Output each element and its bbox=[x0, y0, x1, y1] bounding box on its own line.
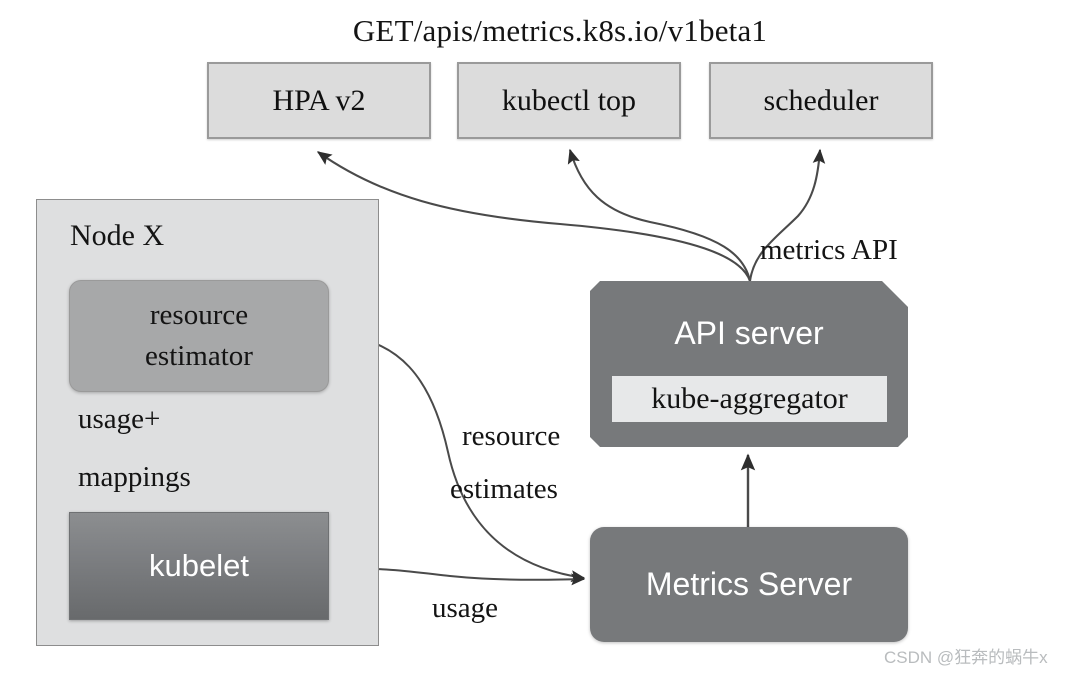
diagram-title: GET/apis/metrics.k8s.io/v1beta1 bbox=[352, 13, 768, 48]
watermark: CSDN @狂奔的蜗牛x bbox=[884, 648, 1048, 667]
edge-label-usage-plus: usage+ bbox=[78, 403, 161, 435]
edge-label-metrics-api: metrics API bbox=[760, 234, 898, 266]
edge-label-usage: usage bbox=[432, 592, 499, 624]
resource-estimator-line-2: estimator bbox=[145, 340, 253, 372]
resource-estimator-line-1: resource bbox=[149, 298, 249, 331]
edge-apiserver-to-kubectl-top bbox=[567, 148, 752, 282]
kubelet-box[interactable]: kubelet bbox=[69, 512, 329, 620]
edge-label-mappings: mappings bbox=[78, 461, 191, 493]
metrics-server-box[interactable]: Metrics Server bbox=[590, 527, 908, 642]
consumer-box-scheduler[interactable]: scheduler bbox=[709, 62, 933, 139]
node-x-label: Node X bbox=[70, 219, 165, 252]
api-server-box[interactable] bbox=[590, 281, 908, 447]
kube-aggregator-box[interactable]: kube-aggregator bbox=[612, 376, 887, 422]
edge-apiserver-to-hpa bbox=[316, 151, 751, 282]
consumer-box-kubectl-top[interactable]: kubectl top bbox=[457, 62, 681, 139]
edge-label-estimates: estimates bbox=[450, 473, 558, 505]
api-server-label: API server bbox=[674, 315, 824, 351]
edge-label-resource: resource bbox=[462, 420, 561, 452]
resource-estimator-box[interactable]: resource estimator bbox=[69, 280, 329, 392]
consumer-box-hpa[interactable]: HPA v2 bbox=[207, 62, 431, 139]
